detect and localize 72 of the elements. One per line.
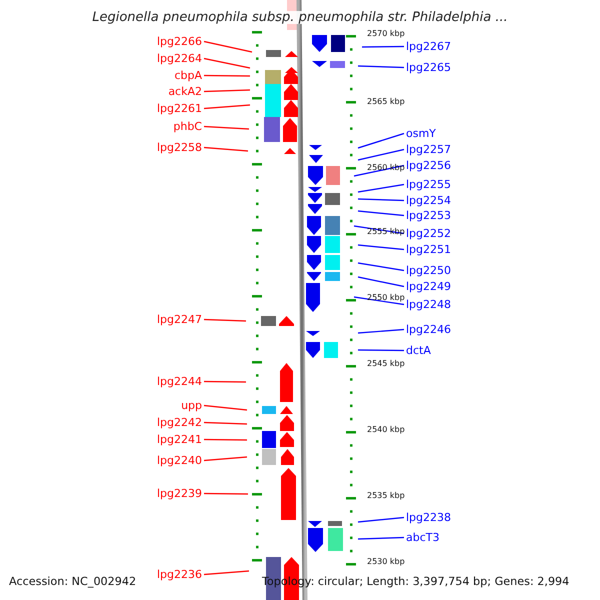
leader-line: [204, 318, 246, 322]
scale-label: 2540 kbp: [367, 425, 405, 435]
leader-line: [358, 516, 404, 523]
gene-label: lpg2267: [406, 40, 452, 53]
leader-line: [354, 296, 404, 306]
leader-line: [358, 276, 404, 288]
gene-label: phbC: [173, 120, 202, 133]
leader-line: [204, 40, 252, 53]
leader-line: [358, 132, 404, 149]
gene-label: lpg2239: [156, 487, 202, 500]
gene-label: cbpA: [174, 69, 202, 82]
leader-line: [204, 492, 248, 495]
scale-label: 2535 kbp: [367, 491, 405, 501]
footer-text: Topology: circular; Length: 3,397,754 bp; Genes: 2,994: [262, 575, 570, 589]
title: Legionella pneumophila subsp. pneumophila str. Philadelphia ...: [92, 11, 508, 24]
leader-line: [358, 148, 404, 161]
scale-label: 2565 kbp: [367, 97, 405, 107]
scale-label: 2570 kbp: [367, 29, 405, 39]
gene-label: lpg2236: [156, 568, 202, 581]
gene-label: lpg2250: [406, 264, 452, 277]
leader-line: [358, 244, 404, 250]
gene-label: lpg2255: [406, 178, 452, 191]
gene-label: lpg2248: [406, 298, 452, 311]
gene-label: lpg2244: [156, 375, 202, 388]
scale-label: 2545 kbp: [367, 359, 405, 369]
gene-label: lpg2258: [156, 141, 202, 154]
leader-line: [358, 65, 404, 68]
leader-line: [204, 146, 248, 152]
leader-line: [204, 422, 248, 425]
gene-label: dctA: [406, 344, 431, 357]
gene-label: abcT3: [406, 531, 440, 544]
gene-label: upp: [181, 399, 202, 412]
gene-label: ackA2: [168, 85, 202, 98]
leader-line: [358, 184, 404, 193]
leader-line: [204, 404, 248, 411]
leader-line: [358, 536, 404, 540]
leader-line: [204, 438, 247, 441]
gene-label: lpg2256: [406, 159, 452, 172]
gene-label: lpg2257: [406, 143, 452, 156]
leader-line: [204, 380, 246, 383]
gene-label: lpg2265: [406, 61, 452, 74]
gene-label: lpg2261: [156, 102, 202, 115]
gene-label: lpg2241: [156, 433, 202, 446]
gene-label: lpg2253: [406, 209, 452, 222]
leader-line: [358, 198, 404, 202]
leader-line: [204, 456, 248, 462]
gene-label: lpg2254: [406, 194, 452, 207]
leader-line: [204, 126, 250, 130]
leader-line: [362, 46, 404, 48]
scale-label: 2550 kbp: [367, 293, 405, 303]
gene-label: lpg2251: [406, 243, 452, 256]
leader-line: [204, 104, 250, 110]
leader-line: [358, 262, 404, 272]
leader-line: [358, 328, 404, 334]
gene-label: osmY: [406, 127, 436, 140]
leader-line: [204, 570, 250, 576]
gene-label: lpg2240: [156, 454, 202, 467]
gene-label: lpg2242: [156, 416, 202, 429]
scale-label: 2530 kbp: [367, 557, 405, 567]
gene-label: lpg2246: [406, 323, 452, 336]
gene-label: lpg2264: [156, 52, 202, 65]
leader-line: [358, 210, 404, 216]
gene-label: lpg2249: [406, 280, 452, 293]
leader-line: [204, 89, 250, 92]
leader-line: [204, 58, 250, 69]
leader-line: [204, 74, 250, 77]
leader-line: [358, 349, 404, 352]
gene-label: lpg2238: [406, 511, 452, 524]
footer-text: Accession: NC_002942: [9, 575, 136, 589]
gene-label: lpg2247: [156, 313, 202, 326]
gene-label: lpg2266: [156, 35, 202, 48]
gene-label: lpg2252: [406, 227, 452, 240]
